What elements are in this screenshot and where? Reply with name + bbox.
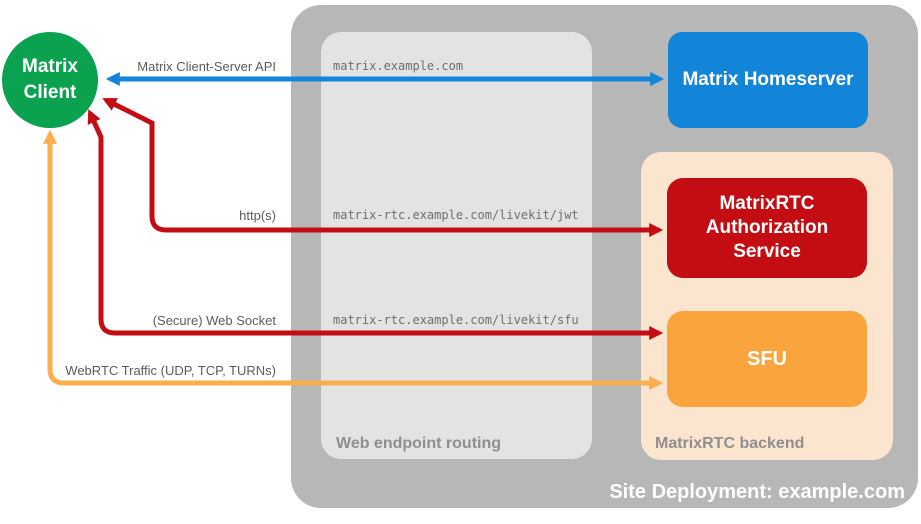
sfu-node: SFU bbox=[667, 311, 867, 407]
matrix-homeserver-label: Matrix Homeserver bbox=[682, 69, 854, 90]
endpoint-url-livekit-jwt: matrix-rtc.example.com/livekit/jwt bbox=[333, 208, 579, 222]
matrix-client-node: Matrix Client bbox=[2, 32, 98, 128]
connection-label-webrtc: WebRTC Traffic (UDP, TCP, TURNs) bbox=[65, 363, 276, 378]
web-endpoint-routing-box bbox=[321, 32, 592, 459]
site-deployment-caption: Site Deployment: example.com bbox=[609, 481, 905, 503]
matrix-client-label-line2: Client bbox=[23, 82, 77, 103]
web-endpoint-routing-caption: Web endpoint routing bbox=[336, 435, 502, 452]
connection-label-https: http(s) bbox=[239, 208, 276, 223]
matrixrtc-backend-caption: MatrixRTC backend bbox=[655, 435, 805, 452]
matrixrtc-auth-service-label: MatrixRTC Authorization Service bbox=[705, 193, 829, 262]
matrix-homeserver-node: Matrix Homeserver bbox=[668, 32, 868, 128]
endpoint-url-livekit-sfu: matrix-rtc.example.com/livekit/sfu bbox=[333, 313, 579, 327]
matrixrtc-auth-service-node: MatrixRTC Authorization Service bbox=[667, 178, 867, 278]
endpoint-url-homeserver: matrix.example.com bbox=[333, 59, 464, 73]
sfu-label: SFU bbox=[747, 347, 787, 370]
connection-label-websocket: (Secure) Web Socket bbox=[152, 313, 276, 328]
connection-label-client-server-api: Matrix Client-Server API bbox=[137, 59, 276, 74]
matrix-client-label-line1: Matrix bbox=[22, 56, 78, 77]
